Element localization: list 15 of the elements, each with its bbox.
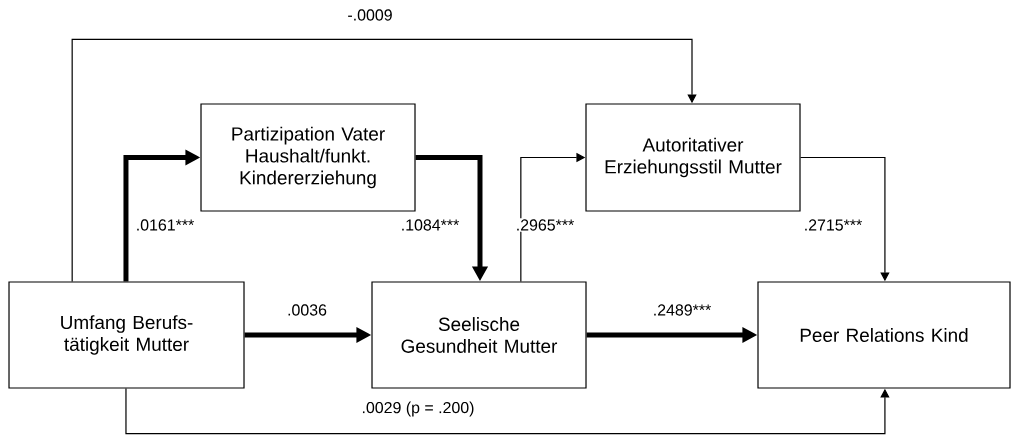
edge-label: .0029 (p = .200) (360, 400, 476, 418)
process-box: Umfang Berufs- tätigkeit Mutter (8, 281, 245, 389)
edge-label: .0036 (286, 303, 328, 317)
process-box: Peer Relations Kind (757, 281, 1011, 389)
edge-label: .2965*** (514, 218, 576, 232)
edge-label: .2489*** (651, 303, 713, 317)
edge-label: -.0009 (346, 8, 394, 22)
process-box: Seelische Gesundheit Mutter (371, 281, 587, 389)
arrow (71, 38, 697, 282)
arrow (125, 387, 890, 435)
edge-label: .2715*** (802, 218, 864, 232)
process-box: Partizipation Vater Haushalt/funkt. Kindererziehung (200, 103, 416, 212)
edge-label: .0161*** (134, 218, 196, 232)
process-box: Autoritativer Erziehungsstil Mutter (585, 103, 801, 212)
edge-label: .1084*** (399, 218, 461, 232)
